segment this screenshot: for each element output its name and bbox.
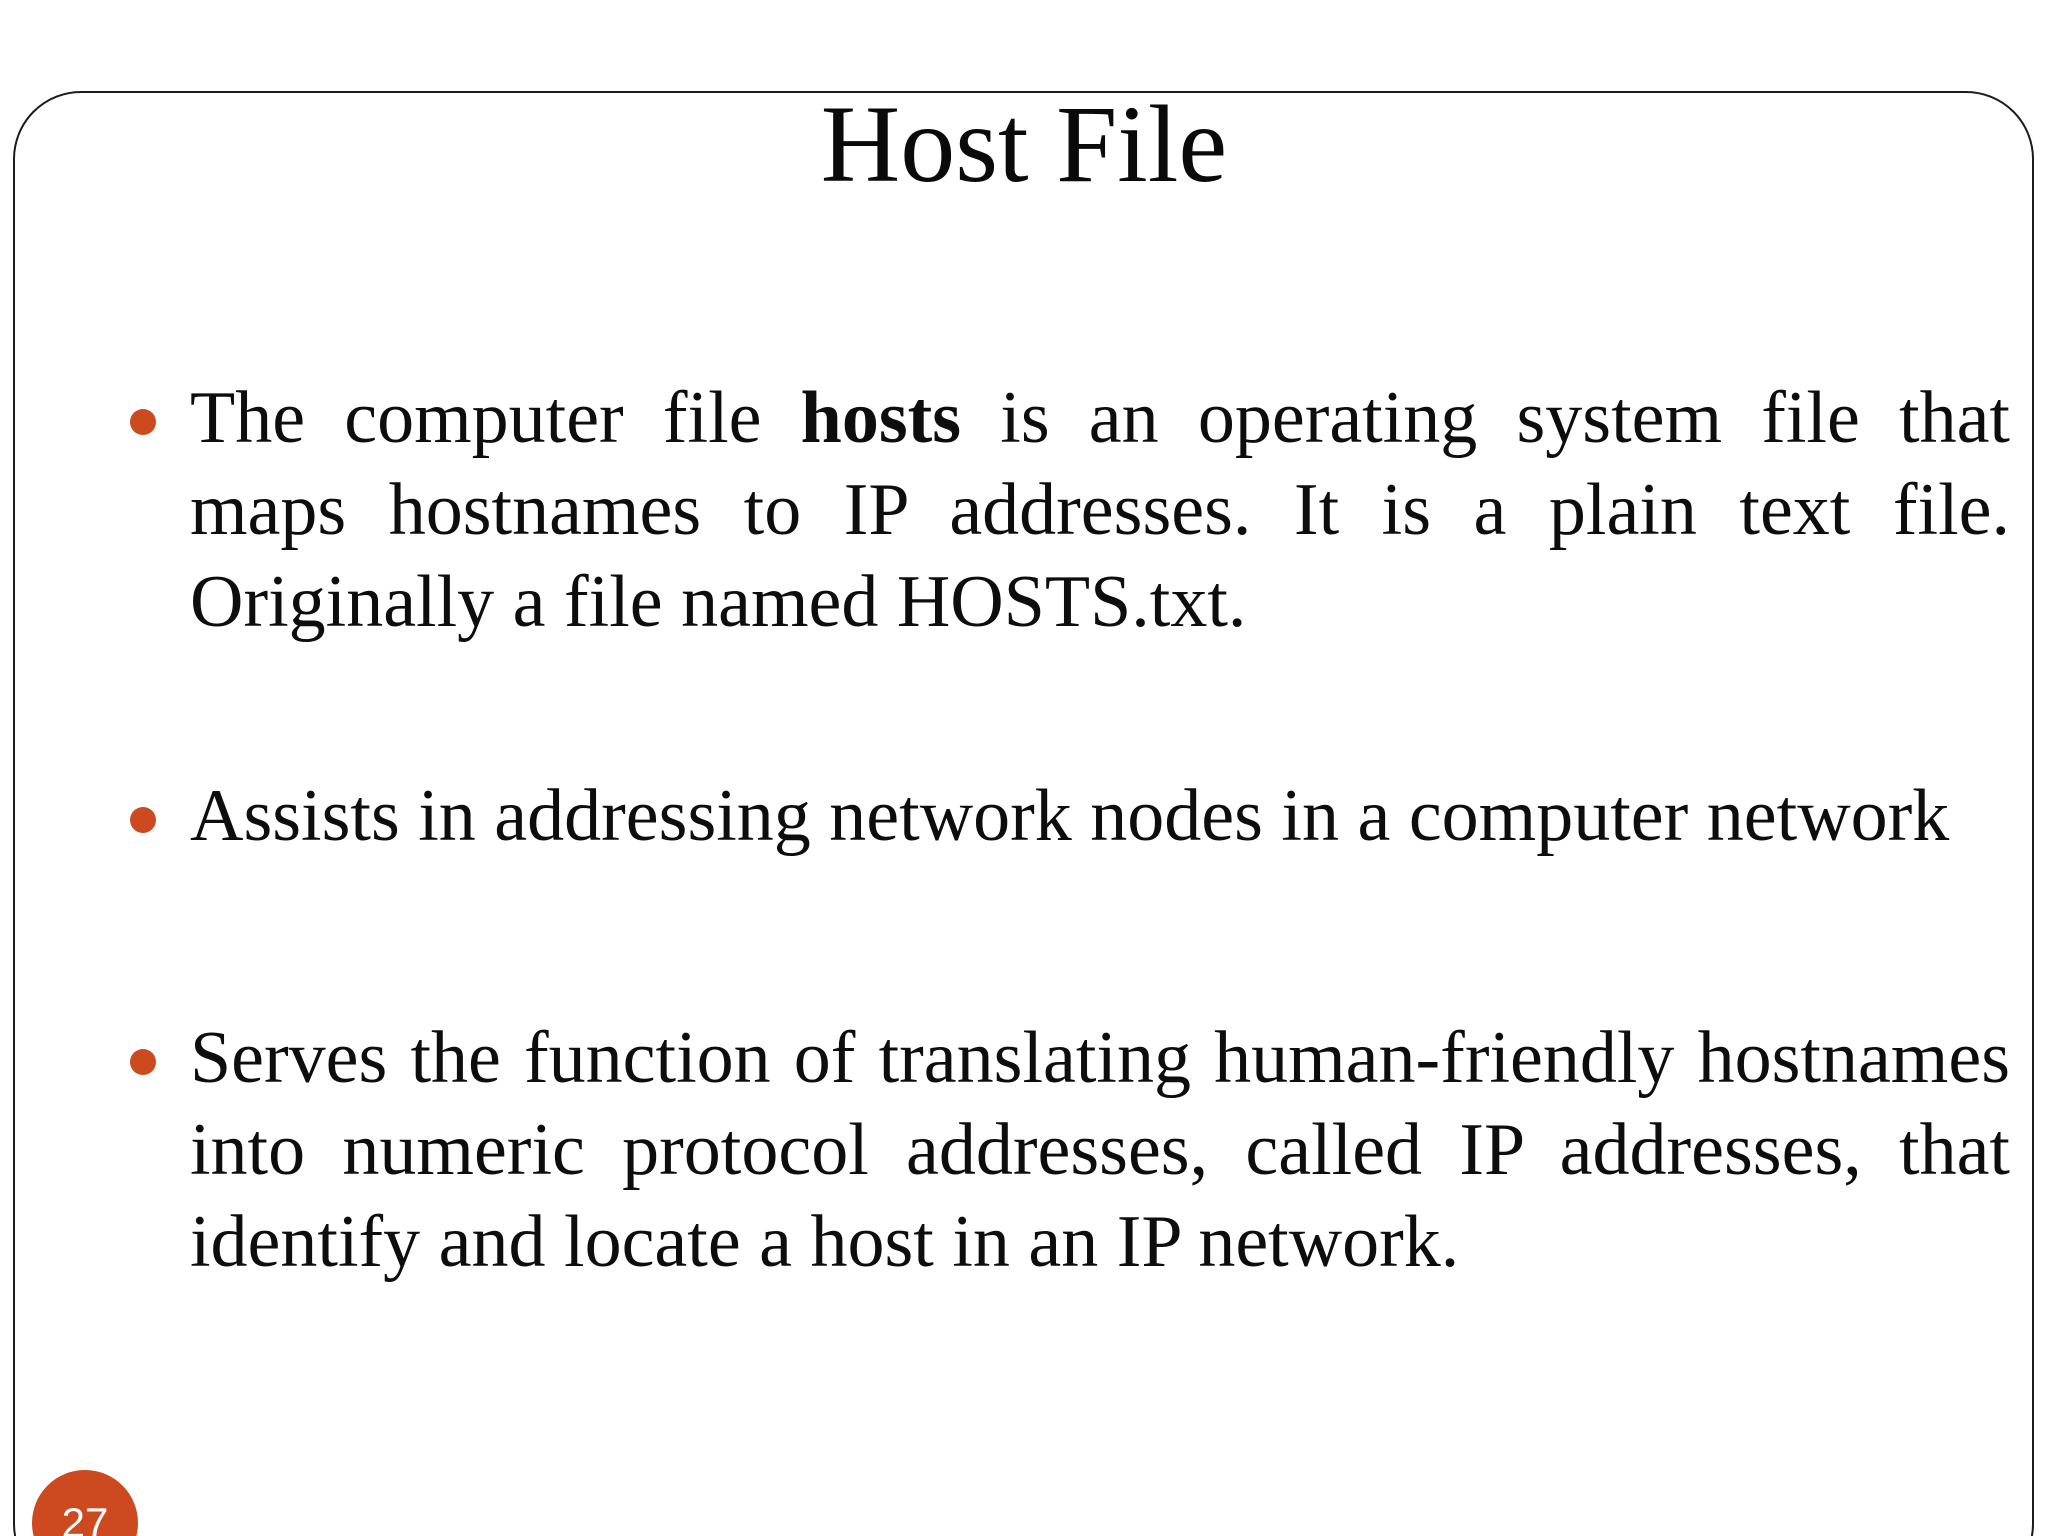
bullet-text: is an operating system file that: [961, 377, 2010, 459]
slide: Host File The computer file hosts is an …: [0, 78, 2048, 1536]
bullet-text-line: Originally a file named HOSTS.txt.: [190, 556, 2010, 648]
bullet-text-bold: hosts: [800, 377, 962, 459]
bullet-text: The computer file: [190, 377, 801, 459]
bullet-dot-icon: [130, 1049, 156, 1075]
bullet-text: Assists in addressing network nodes in a…: [190, 775, 1950, 857]
bullet-text: Originally a file named HOSTS.txt.: [190, 561, 1247, 643]
bullet-item: Assists in addressing network nodes in a…: [130, 770, 2010, 862]
bullet-text: identify and locate a host in an IP netw…: [190, 1201, 1460, 1283]
bullet-list: The computer file hosts is an operating …: [130, 372, 2010, 1288]
bullet-text-line: Serves the function of translating human…: [190, 1012, 2010, 1104]
bullet-item: The computer file hosts is an operating …: [130, 372, 2010, 648]
bullet-text-line: The computer file hosts is an operating …: [190, 372, 2010, 464]
bullet-text-line: into numeric protocol addresses, called …: [190, 1104, 2010, 1196]
bullet-text: Serves the function of translating human…: [190, 1017, 2010, 1099]
bullet-text-line: Assists in addressing network nodes in a…: [190, 770, 2010, 862]
page-number-badge: 27: [32, 1470, 138, 1536]
bullet-text-line: identify and locate a host in an IP netw…: [190, 1196, 2010, 1288]
bullet-text: into numeric protocol addresses, called …: [190, 1109, 2010, 1191]
bullet-dot-icon: [130, 409, 156, 435]
bullet-text: maps hostnames to IP addresses. It is a …: [190, 469, 2010, 551]
bullet-text-line: maps hostnames to IP addresses. It is a …: [190, 464, 2010, 556]
bullet-item: Serves the function of translating human…: [130, 1012, 2010, 1288]
page-number: 27: [61, 1499, 109, 1536]
bullet-dot-icon: [130, 807, 156, 833]
slide-title: Host File: [820, 83, 1228, 205]
